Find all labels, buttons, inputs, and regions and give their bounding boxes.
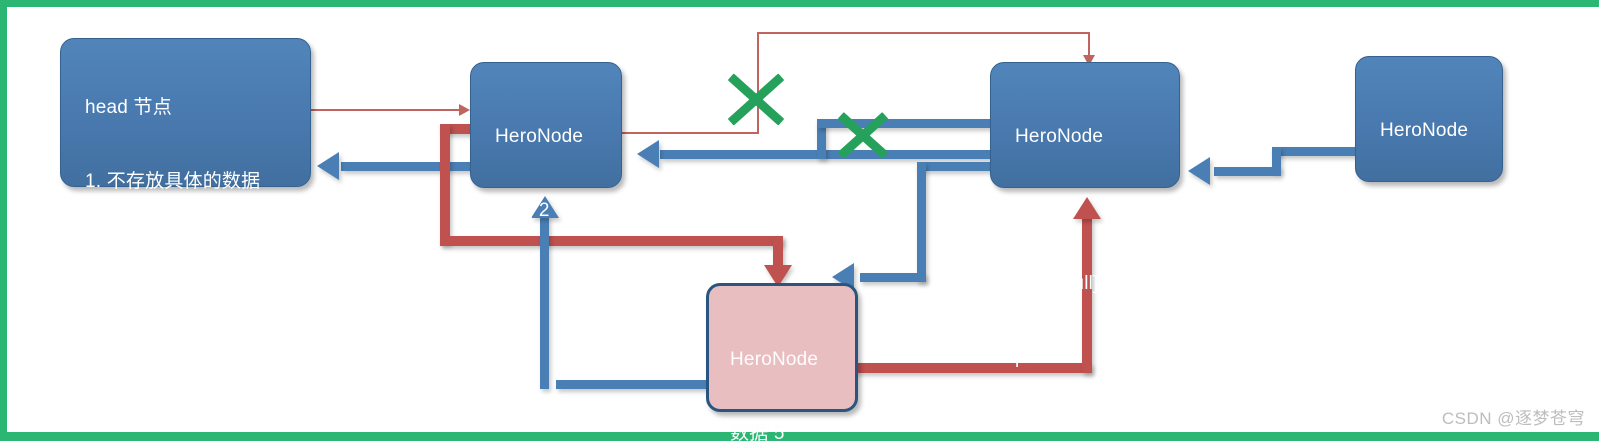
edge-node9-pre-vert xyxy=(817,119,826,159)
frame-border-left xyxy=(0,0,7,441)
edge-node2-to-node5-vert xyxy=(440,124,450,244)
edge-node9-to-node5-horiz xyxy=(860,273,926,282)
node-hero-2[interactable]: HeroNode 数据 2 next pre xyxy=(470,62,622,368)
node-hero-9-line-4: pre xyxy=(1015,346,1044,368)
frame-border-bottom xyxy=(0,432,1599,441)
xmark-icon-node2-next xyxy=(722,65,790,133)
edge-node5-next-horiz xyxy=(840,363,1092,373)
edge-node2-pre-arrowhead xyxy=(317,152,339,180)
node-hero-9-line-3: next [null] xyxy=(1015,273,1099,294)
node-hero-20-line-3: next [null] xyxy=(1380,267,1464,288)
node-head-line-5: pre [指向前一个节点] xyxy=(85,391,264,412)
edge-node9-to-node5-top xyxy=(917,162,997,171)
node-hero-5[interactable]: HeroNode 数据 5 next pre xyxy=(706,283,858,441)
node-head-line-1: head 节点 xyxy=(85,97,172,118)
edge-node2-to-node5-horiz xyxy=(440,236,783,246)
node-hero-9[interactable]: HeroNode 数据 9 next [null] pre xyxy=(990,62,1180,368)
node-hero-2-line-3: next xyxy=(495,273,532,294)
node-hero-2-line-2: 数据 2 xyxy=(495,199,550,221)
node-hero-5-line-2: 数据 5 xyxy=(730,422,785,441)
node-head-line-4: next xyxy=(85,317,122,339)
edge-head-next-horiz xyxy=(301,109,461,111)
edge-node5-pre-horiz xyxy=(556,380,716,389)
node-hero-9-line-2: 数据 9 xyxy=(1015,199,1070,221)
edge-node5-pre-vert xyxy=(540,215,549,389)
edge-node2-to-node5-arrowhead xyxy=(764,265,792,287)
node-hero-2-line-1: HeroNode xyxy=(495,126,584,147)
edge-node5-next-arrowhead xyxy=(1073,197,1101,219)
edge-node2-pre-horiz xyxy=(341,162,501,171)
node-hero-20-line-1: HeroNode xyxy=(1380,120,1469,141)
node-hero-20[interactable]: HeroNode 数据 20 next [null] pre xyxy=(1355,56,1503,362)
edge-node2-next-vert-up xyxy=(757,33,759,134)
edge-node9-to-node5-vert xyxy=(917,162,926,282)
node-hero-20-line-2: 数据 20 xyxy=(1380,193,1446,215)
edge-node9-pre-arrowhead xyxy=(637,140,659,168)
node-hero-9-line-1: HeroNode xyxy=(1015,126,1104,147)
edge-node5-next-vert xyxy=(1082,217,1092,373)
edge-node2-next-horiz xyxy=(536,132,759,134)
edge-node20-pre-top xyxy=(1272,147,1362,156)
watermark-label: CSDN @逐梦苍穹 xyxy=(1441,409,1585,428)
frame-border-top xyxy=(0,0,1599,7)
node-hero-20-line-4: pre xyxy=(1380,340,1409,362)
edge-node20-pre-horiz xyxy=(1214,167,1281,176)
edge-node2-next-arrowhead xyxy=(1083,55,1095,66)
node-hero-2-line-4: pre xyxy=(495,346,524,368)
edge-node20-pre-arrowhead xyxy=(1188,157,1210,185)
node-head[interactable]: head 节点 1. 不存放具体的数据 2. 作用就是表示单链表头 next p… xyxy=(60,38,311,412)
node-head-line-3: 2. 作用就是表示单链表头 xyxy=(85,244,299,265)
edge-node2-next-vert-down xyxy=(1088,32,1090,58)
edge-node20-pre-vert xyxy=(1272,147,1281,172)
edge-node9-pre-horiz xyxy=(660,150,992,159)
node-hero-5-line-1: HeroNode xyxy=(730,349,819,370)
xmark-icon-node9-pre xyxy=(833,105,893,165)
edge-node2-to-node5-down xyxy=(773,236,783,273)
edge-node9-pre-top xyxy=(817,119,997,128)
edge-head-next-arrowhead xyxy=(459,104,470,116)
edge-node5-pre-arrowhead xyxy=(531,196,559,218)
edge-node2-next-top xyxy=(757,32,1090,34)
node-head-line-2: 1. 不存放具体的数据 xyxy=(85,170,261,192)
